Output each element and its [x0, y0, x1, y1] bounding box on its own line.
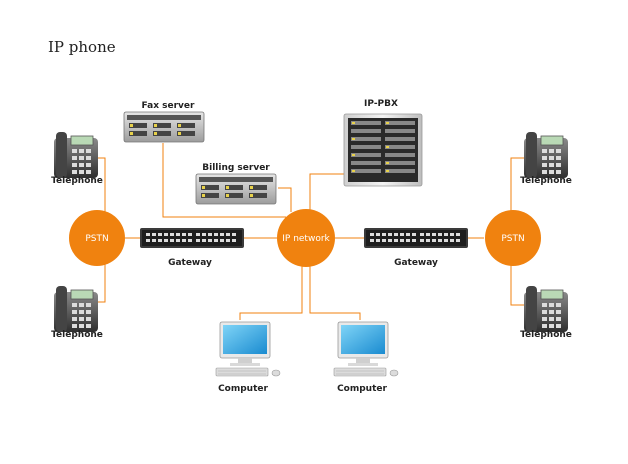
ip-network-node: [277, 209, 335, 267]
telephone-top-right-icon: [523, 131, 569, 179]
telephone-top-left-label: Telephone: [51, 176, 103, 186]
page-title: IP phone: [48, 38, 116, 56]
link-ip-computer-right: [309, 265, 361, 320]
link-ip-computer-left: [239, 265, 303, 320]
ip-network-label: IP network: [282, 234, 330, 244]
ip-pbx-icon: [343, 113, 423, 187]
telephone-bottom-right-label: Telephone: [520, 330, 572, 340]
ip-pbx-label: IP-PBX: [364, 99, 398, 109]
telephone-top-right-label: Telephone: [520, 176, 572, 186]
pstn-left-label: PSTN: [85, 234, 108, 244]
pstn-left-node: [69, 210, 125, 266]
billing-server-icon: [195, 173, 277, 205]
pstn-right-node: [485, 210, 541, 266]
computer-left-label: Computer: [218, 384, 268, 394]
computer-left-icon: [215, 321, 281, 377]
fax-server-icon: [123, 111, 205, 143]
connection-lines: [86, 143, 528, 320]
link-pbx-ip: [309, 173, 344, 210]
link-fax-ip: [162, 143, 286, 218]
telephone-bottom-left-label: Telephone: [51, 330, 103, 340]
gateway-left-icon: [140, 228, 244, 248]
link-pstn-phone-tr: [510, 157, 528, 214]
link-pstn-phone-br: [510, 262, 528, 306]
gateway-right-icon: [364, 228, 468, 248]
billing-server-label: Billing server: [202, 163, 270, 173]
telephone-bottom-right-icon: [523, 285, 569, 333]
gateway-right-label: Gateway: [394, 258, 438, 268]
telephone-bottom-left-icon: [53, 285, 99, 333]
link-billing-ip: [278, 187, 292, 212]
computer-right-label: Computer: [337, 384, 387, 394]
computer-right-icon: [333, 321, 399, 377]
fax-server-label: Fax server: [141, 101, 195, 111]
pstn-right-label: PSTN: [501, 234, 524, 244]
telephone-top-left-icon: [53, 131, 99, 179]
gateway-left-label: Gateway: [168, 258, 212, 268]
